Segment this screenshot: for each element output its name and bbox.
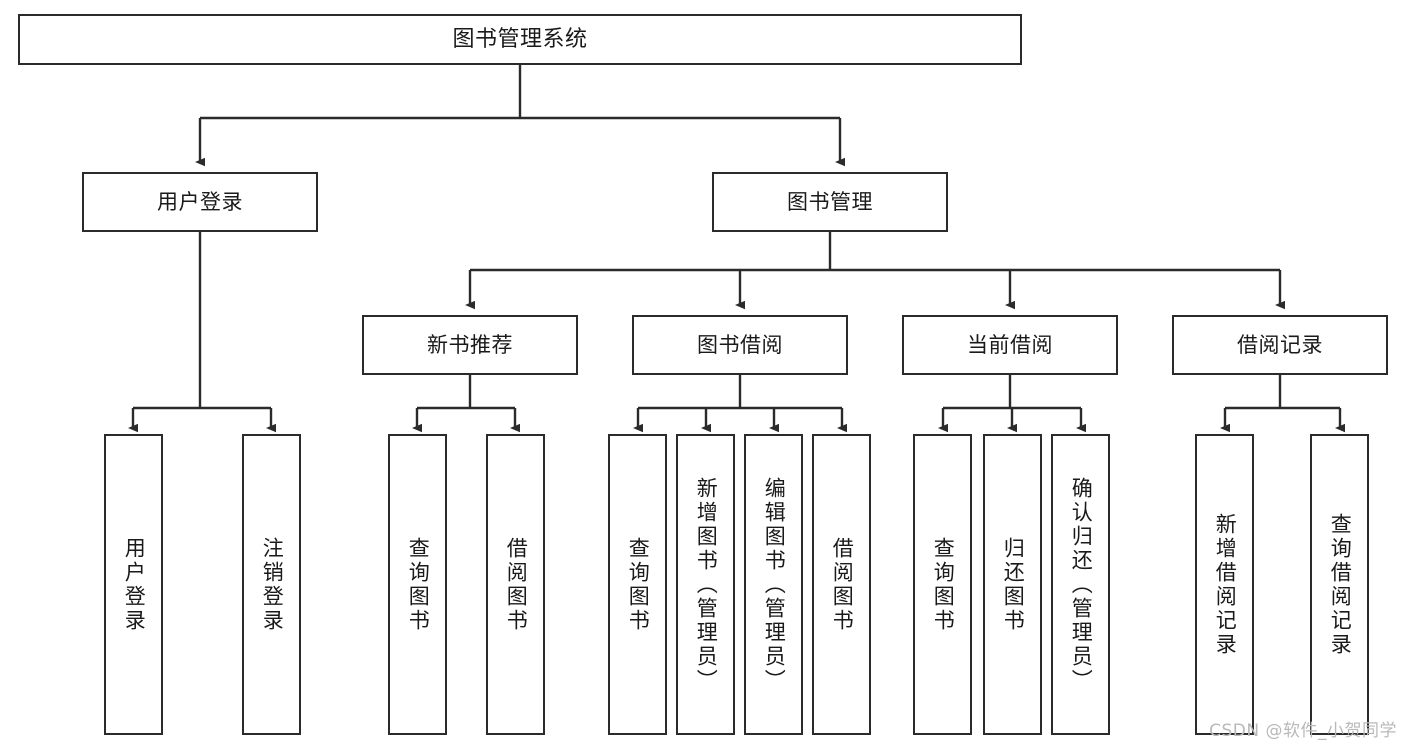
node-leaf-logout[interactable]: 注销登录 <box>242 434 301 735</box>
node-leaf-return-book[interactable]: 归还图书 <box>983 434 1042 735</box>
node-leaf-query-borrow-record[interactable]: 查询借阅记录 <box>1310 434 1369 735</box>
node-user-login[interactable]: 用户登录 <box>82 172 318 232</box>
node-label: 新增图书（管理员） <box>694 476 719 693</box>
node-label: 编辑图书（管理员） <box>762 476 787 693</box>
node-label: 查询图书 <box>406 536 431 633</box>
node-label: 注销登录 <box>260 536 285 633</box>
node-leaf-confirm-return-admin[interactable]: 确认归还（管理员） <box>1051 434 1110 735</box>
node-leaf-current-query-book[interactable]: 查询图书 <box>913 434 972 735</box>
node-new-book-recommend[interactable]: 新书推荐 <box>362 315 578 375</box>
node-label: 当前借阅 <box>967 332 1053 357</box>
node-label: 用户登录 <box>122 536 147 633</box>
node-current-borrow[interactable]: 当前借阅 <box>902 315 1118 375</box>
node-leaf-recommend-query-book[interactable]: 查询图书 <box>388 434 447 735</box>
node-leaf-add-borrow-record[interactable]: 新增借阅记录 <box>1195 434 1254 735</box>
node-label: 图书管理系统 <box>452 26 588 52</box>
node-leaf-borrow-book[interactable]: 借阅图书 <box>812 434 871 735</box>
node-root-book-management-system[interactable]: 图书管理系统 <box>18 14 1022 65</box>
node-leaf-borrow-query-book[interactable]: 查询图书 <box>608 434 667 735</box>
node-book-management[interactable]: 图书管理 <box>712 172 948 232</box>
node-borrow-record[interactable]: 借阅记录 <box>1172 315 1388 375</box>
node-leaf-edit-book-admin[interactable]: 编辑图书（管理员） <box>744 434 803 735</box>
node-label: 用户登录 <box>157 189 243 214</box>
node-label: 归还图书 <box>1001 536 1026 633</box>
node-label: 查询借阅记录 <box>1328 512 1353 657</box>
node-label: 确认归还（管理员） <box>1069 476 1094 693</box>
node-leaf-add-book-admin[interactable]: 新增图书（管理员） <box>676 434 735 735</box>
node-label: 借阅图书 <box>830 536 855 633</box>
node-label: 新书推荐 <box>427 332 513 357</box>
node-label: 新增借阅记录 <box>1213 512 1238 657</box>
node-leaf-user-login[interactable]: 用户登录 <box>104 434 163 735</box>
node-label: 查询图书 <box>626 536 651 633</box>
node-book-borrow[interactable]: 图书借阅 <box>632 315 848 375</box>
node-label: 借阅图书 <box>504 536 529 633</box>
node-label: 查询图书 <box>931 536 956 633</box>
node-label: 借阅记录 <box>1237 332 1323 357</box>
csdn-watermark: CSDN @软件_小贺同学 <box>1209 721 1397 741</box>
node-label: 图书管理 <box>787 189 873 214</box>
node-label: 图书借阅 <box>697 332 783 357</box>
node-leaf-recommend-borrow-book[interactable]: 借阅图书 <box>486 434 545 735</box>
